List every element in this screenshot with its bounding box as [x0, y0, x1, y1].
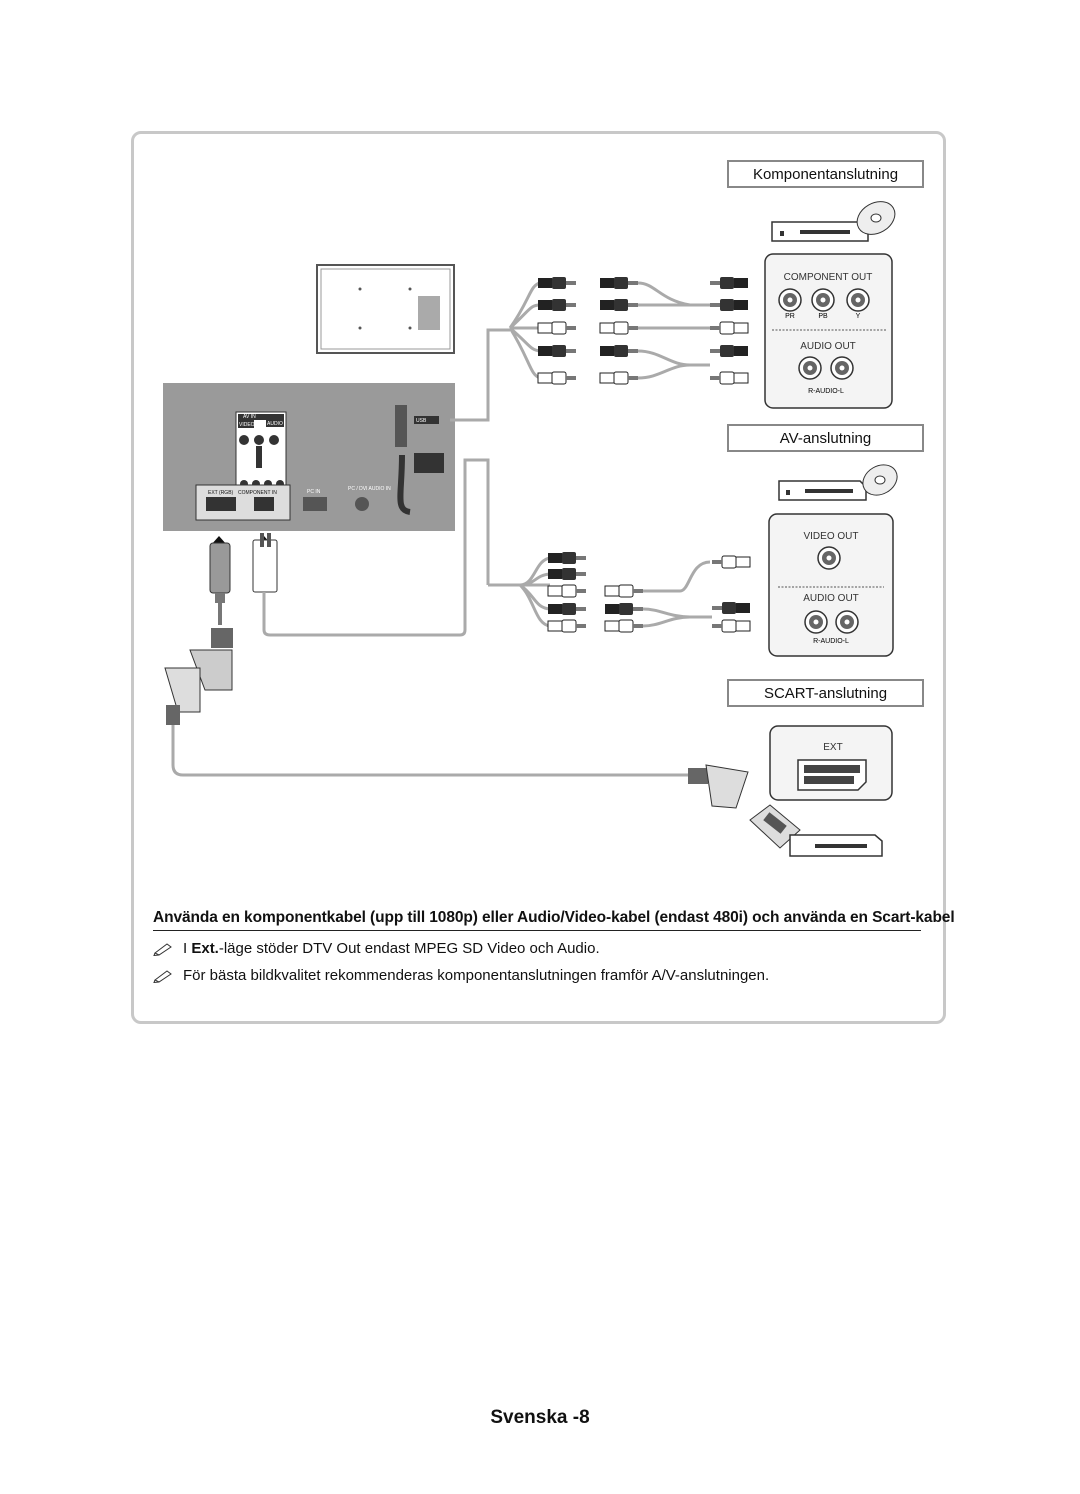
video-out-title: VIDEO OUT	[803, 531, 858, 542]
pen-note-icon	[153, 969, 172, 983]
note-ext: I Ext.-läge stöder DTV Out endast MPEG S…	[153, 940, 600, 957]
component-out-title: COMPONENT OUT	[784, 272, 873, 283]
note-ext-text: -läge stöder DTV Out endast MPEG SD Vide…	[218, 940, 600, 957]
av-in-label: AV IN	[243, 414, 256, 420]
ext-rgb-label: EXT (RGB)	[208, 490, 234, 496]
av-adapter-icon	[252, 533, 278, 593]
vcr-icon	[749, 804, 883, 857]
pc-dvi-audio-in-label: PC / DVI AUDIO IN	[348, 486, 391, 492]
disc-icon	[856, 201, 896, 235]
pc-in-label: PC IN	[307, 489, 321, 495]
av-out-panel: VIDEO OUT AUDIO OUT R-AUDIO-L	[768, 513, 894, 657]
tv-connector-panel: AV IN VIDEO AUDIO EXT (RGB) COMPONENT IN…	[163, 383, 455, 531]
audio-out-title: AUDIO OUT	[800, 341, 856, 352]
y-label: Y	[856, 313, 861, 320]
component-connection-label: Komponentanslutning	[727, 160, 924, 188]
pr-label: PR	[785, 313, 795, 320]
av-cable-set	[488, 552, 751, 633]
disc-icon	[862, 464, 898, 496]
component-in-label: COMPONENT IN	[238, 490, 277, 496]
pb-label: PB	[818, 313, 828, 320]
page-footer: Svenska -8	[490, 1407, 590, 1428]
note-quality-text: För bästa bildkvalitet rekommenderas kom…	[183, 967, 770, 984]
dvd-player-icon	[778, 480, 867, 501]
scart-connection-label: SCART-anslutning	[727, 679, 924, 707]
component-out-panel: COMPONENT OUT PR PB Y AUDIO OUT R-AUDIO-…	[764, 253, 893, 409]
dvd-player-icon	[771, 221, 869, 242]
audio-label: AUDIO	[267, 421, 283, 427]
usb-label: USB	[416, 418, 427, 424]
scart-plug-icon	[164, 628, 233, 725]
section-heading: Använda en komponentkabel (upp till 1080…	[153, 909, 955, 931]
content-frame	[131, 131, 946, 1024]
av-connection-label: AV-anslutning	[727, 424, 924, 452]
component-cable-set	[508, 277, 749, 385]
av-audio-out-title: AUDIO OUT	[803, 593, 859, 604]
av-audio-rl-label: R-AUDIO-L	[813, 638, 849, 645]
ext-title: EXT	[823, 742, 842, 753]
connection-diagram: AV IN VIDEO AUDIO EXT (RGB) COMPONENT IN…	[163, 201, 898, 857]
scart-ext-panel: EXT	[769, 725, 893, 801]
audio-rl-label: R-AUDIO-L	[808, 388, 844, 395]
scart-plug-icon	[688, 764, 749, 809]
note-quality: För bästa bildkvalitet rekommenderas kom…	[153, 967, 769, 984]
scart-adapter-icon	[209, 542, 231, 625]
pen-note-icon	[153, 942, 172, 956]
note-ext-prefix: I	[183, 940, 188, 957]
note-ext-bold: Ext.	[191, 940, 219, 957]
video-label: VIDEO	[239, 422, 255, 428]
tv-back-outline	[316, 264, 455, 354]
